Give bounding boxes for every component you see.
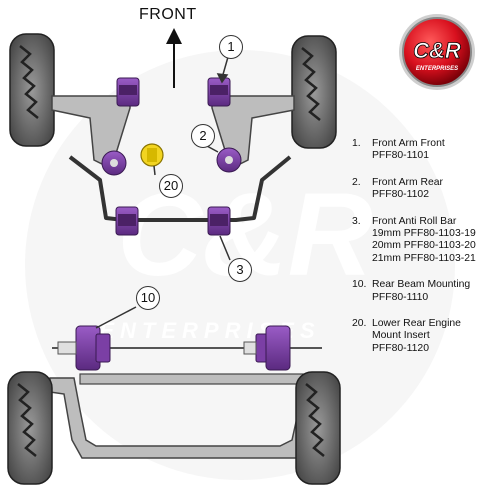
part-desc: Rear Beam Mounting: [372, 279, 471, 291]
part-code: PFF80-1120: [372, 342, 429, 354]
anti-roll-bar-bush-right: [207, 206, 231, 236]
anti-roll-bar-bush-left: [115, 206, 139, 236]
part-item-3: 3. Front Anti Roll Bar 19mm PFF80-1103-1…: [352, 216, 498, 266]
rear-right-tyre: [295, 371, 341, 485]
front-arm-front-bush-right: [207, 77, 231, 107]
anti-roll-bar: [68, 155, 292, 222]
callout-leaders: [95, 56, 231, 329]
front-arm-rear-bush-right: [216, 147, 242, 173]
part-number: 20.: [352, 318, 367, 330]
rear-beam-bush-left: [57, 325, 111, 371]
callout-1: 1: [219, 35, 243, 59]
callout-2: 2: [191, 124, 215, 148]
engine-mount-insert: [140, 143, 164, 167]
part-number: 1.: [352, 138, 361, 149]
logo-brand: C&R: [413, 38, 461, 63]
callout-10: 10: [136, 286, 160, 310]
part-number: 2.: [352, 176, 361, 188]
part-code: PFF80-1102: [372, 189, 429, 201]
front-direction-label: FRONT: [139, 6, 197, 23]
part-number: 10.: [352, 279, 367, 291]
part-desc: Lower Rear Engine: [372, 318, 461, 330]
front-arm-front-bush-left: [116, 77, 140, 107]
rear-left-tyre: [7, 371, 53, 485]
callout-20: 20: [159, 174, 183, 198]
logo-tagline: ENTERPRISES: [416, 66, 458, 72]
part-desc: Front Arm Rear: [372, 176, 444, 188]
part-item-2: 2. Front Arm Rear PFF80-1102: [352, 177, 498, 202]
front-left-tyre: [9, 33, 55, 147]
watermark-brand: C&R: [117, 169, 373, 301]
part-desc: Front Anti Roll Bar: [372, 215, 457, 227]
part-code: 20mm PFF80-1103-20: [372, 240, 476, 252]
front-arrow: [166, 28, 182, 88]
parts-list: 1. Front Arm Front PFF80-1101 2. Front A…: [352, 138, 498, 369]
part-desc: Mount Insert: [372, 330, 430, 342]
part-desc: Front Arm Front: [372, 138, 445, 149]
part-number: 3.: [352, 215, 361, 227]
part-code: 21mm PFF80-1103-21: [372, 252, 476, 264]
front-arm-rear-bush-left: [101, 150, 127, 176]
rear-beam-bush-right: [243, 325, 291, 371]
part-item-20: 20. Lower Rear Engine Mount Insert PFF80…: [352, 318, 498, 355]
brand-logo: C&R ENTERPRISES: [399, 14, 475, 90]
part-item-10: 10. Rear Beam Mounting PFF80-1110: [352, 279, 498, 304]
part-code: 19mm PFF80-1103-19: [372, 228, 476, 240]
callout-3: 3: [228, 258, 252, 282]
front-right-tyre: [291, 35, 337, 149]
part-item-1: 1. Front Arm Front PFF80-1101: [352, 138, 498, 163]
part-code: PFF80-1101: [372, 150, 429, 162]
part-code: PFF80-1110: [372, 291, 429, 303]
